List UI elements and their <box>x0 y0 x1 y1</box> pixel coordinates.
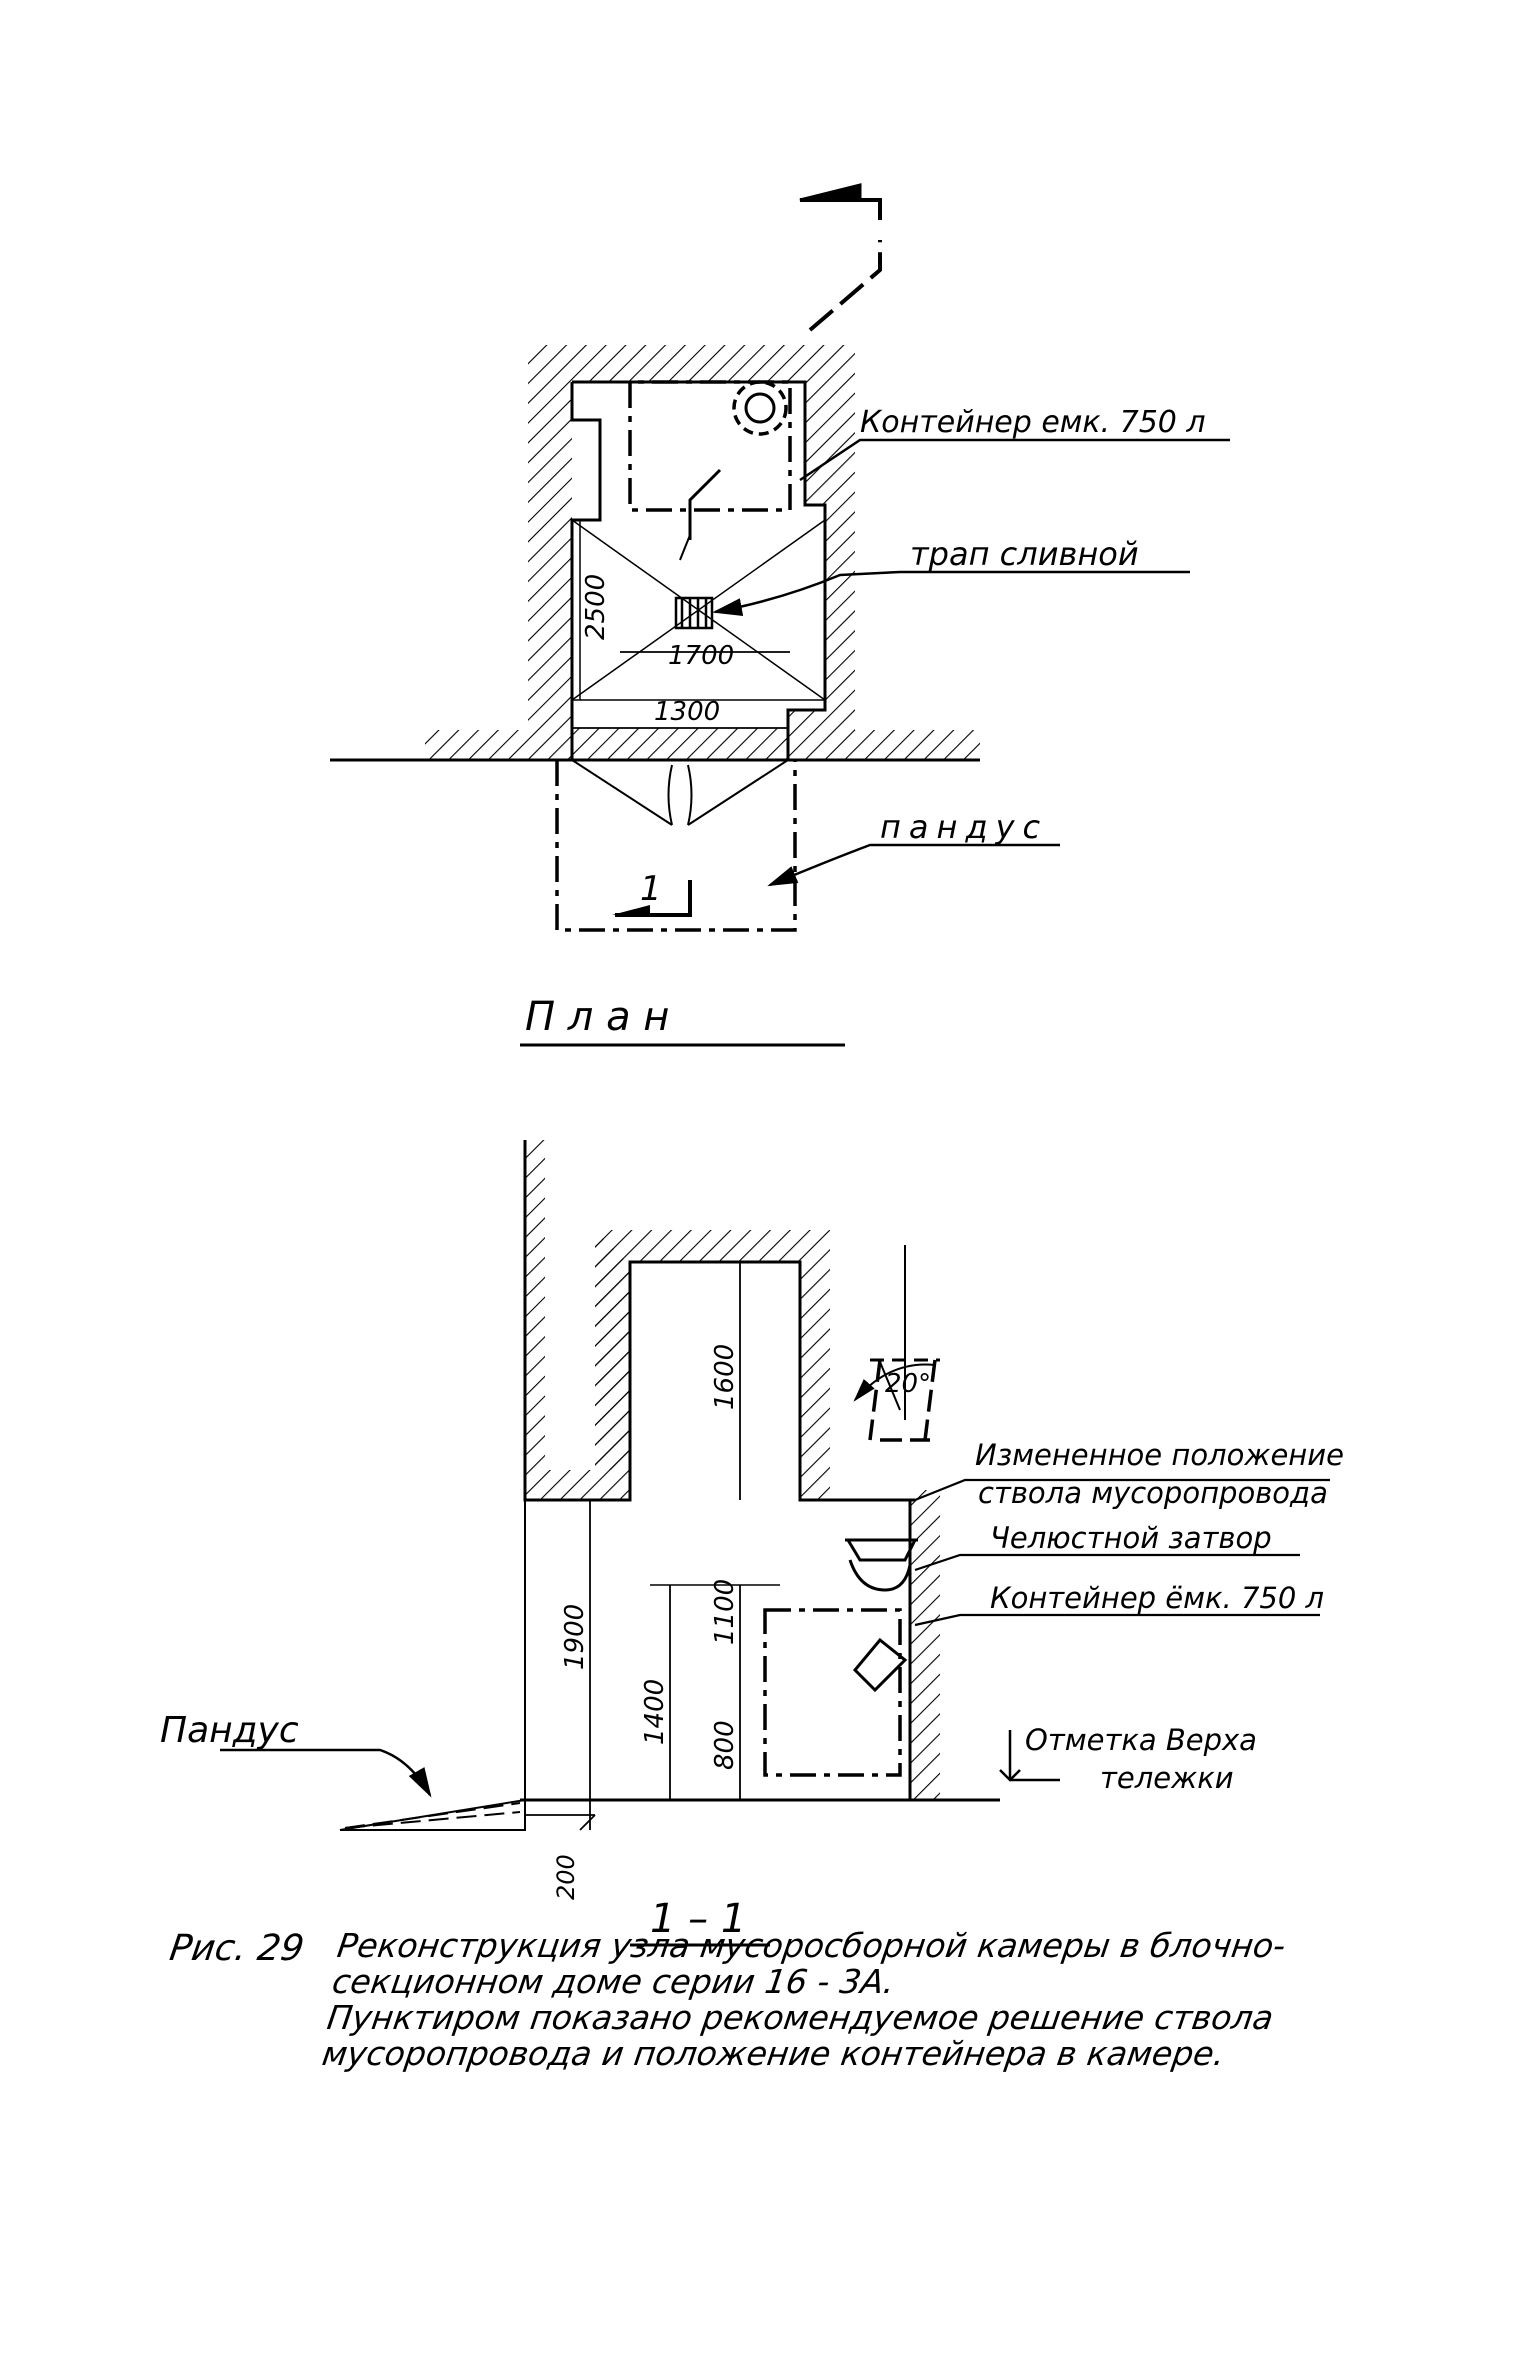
plan-ramp-label: пандус <box>880 808 1048 846</box>
section-upper-wall-hatch <box>595 1230 830 1500</box>
section-view <box>220 1140 1330 1947</box>
section-trolley-mark-2: тележки <box>1100 1761 1234 1795</box>
section-dim-1600: 1600 <box>710 1344 740 1410</box>
plan-cut-line <box>808 240 882 332</box>
drain-grate-icon <box>674 596 714 630</box>
caption-line-1: Реконструкция узла мусоросборной камеры … <box>334 1926 1289 1965</box>
section-dim-1900: 1900 <box>560 1604 590 1670</box>
caption-line-3: Пунктиром показано рекомендуемое решение… <box>324 1998 1276 2037</box>
section-container-label: Контейнер ёмк. 750 л <box>990 1581 1324 1615</box>
plan-chute-circle <box>732 380 788 436</box>
plan-labels: Контейнер емк. 750 л трап сливной пандус… <box>525 405 1206 1040</box>
section-container-dashed <box>763 1608 902 1777</box>
plan-room-outline <box>570 380 827 760</box>
section-changed-position-1: Измененное положение <box>975 1438 1344 1472</box>
section-dim-1400: 1400 <box>640 1679 670 1745</box>
plan-ramp-outline <box>555 760 797 932</box>
section-dim-1100: 1100 <box>710 1579 740 1645</box>
figure-caption: Реконструкция узла мусоросборной камеры … <box>319 1926 1380 2073</box>
section-dim-800: 800 <box>710 1720 740 1770</box>
section-angle: 20° <box>885 1369 931 1399</box>
section-trolley-mark-1: Отметка Верха <box>1025 1723 1257 1757</box>
section-chute-dashed <box>868 1359 937 1442</box>
caption-number: Рис. 29 <box>167 1928 307 1969</box>
plan-dim-1300: 1300 <box>654 697 720 727</box>
caption-line-4: мусоропровода и положение контейнера в к… <box>319 2034 1228 2073</box>
caption-line-2: секционном доме серии 16 - 3А. <box>329 1962 897 2001</box>
section-right-wall-hatch <box>910 1490 940 1800</box>
jaw-gate-icon <box>845 1538 918 1592</box>
plan-title: П л а н <box>525 994 669 1040</box>
section-dim-200: 200 <box>552 1854 580 1900</box>
plan-container-dashed <box>628 380 792 512</box>
plan-drain-label: трап сливной <box>910 535 1139 573</box>
plan-section-mark: 1 <box>640 869 662 909</box>
plan-view <box>330 183 1230 1047</box>
section-labels: Пандус Измененное положение ствола мусор… <box>160 1344 1344 1942</box>
plan-container-label: Контейнер емк. 750 л <box>860 405 1206 440</box>
plan-wall-hatch <box>425 345 980 760</box>
section-title: 1 – 1 <box>650 1896 746 1942</box>
plan-dim-2500: 2500 <box>581 574 611 640</box>
section-ramp-label: Пандус <box>160 1710 299 1751</box>
plan-dim-1700: 1700 <box>668 641 734 671</box>
section-changed-position-2: ствола мусоропровода <box>978 1476 1328 1510</box>
section-jaw-gate: Челюстной затвор <box>990 1521 1272 1555</box>
